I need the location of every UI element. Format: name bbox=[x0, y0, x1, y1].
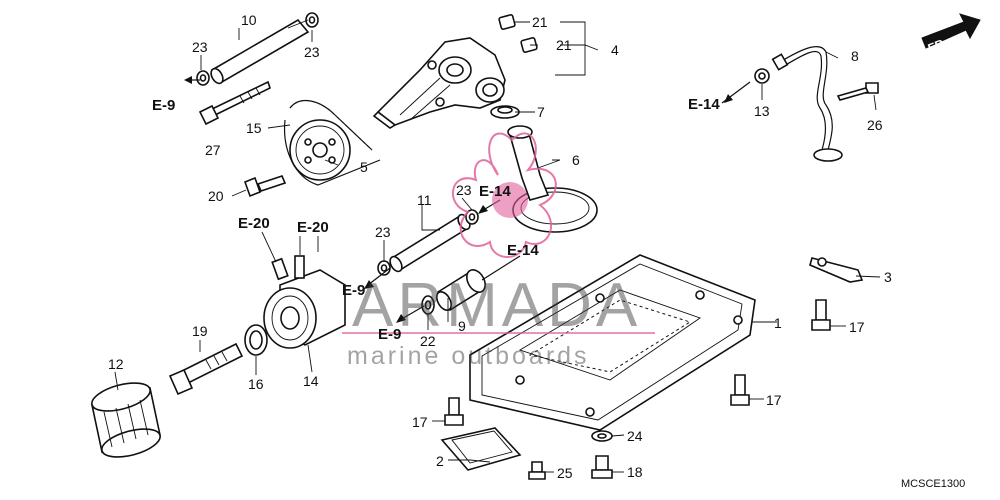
ref-e14-mid[interactable]: E-14 bbox=[507, 242, 539, 259]
bolt-26[interactable] bbox=[836, 82, 879, 101]
pump-pin-upper[interactable] bbox=[498, 14, 516, 30]
label-23-left: 23 bbox=[192, 39, 208, 55]
label-18: 18 bbox=[627, 464, 643, 480]
pan-bracket-3[interactable] bbox=[809, 257, 864, 283]
bolt-27[interactable] bbox=[198, 80, 271, 126]
ref-e14-center[interactable]: E-14 bbox=[479, 183, 511, 200]
bolt-17-lower[interactable] bbox=[730, 374, 750, 406]
label-8: 8 bbox=[851, 48, 859, 64]
ref-e9-left[interactable]: E-9 bbox=[152, 97, 175, 114]
label-22: 22 bbox=[420, 333, 436, 349]
cooler-bolt-19[interactable] bbox=[168, 342, 244, 396]
label-3: 3 bbox=[884, 269, 892, 285]
bolt-17-right[interactable] bbox=[811, 299, 831, 331]
label-17-left: 17 bbox=[412, 414, 428, 430]
oil-cooler[interactable] bbox=[263, 255, 346, 349]
label-19: 19 bbox=[192, 323, 208, 339]
reference-arrows bbox=[184, 76, 751, 323]
oil-pipe[interactable] bbox=[388, 213, 473, 274]
watermark: ARMADA marine outboards bbox=[342, 132, 655, 370]
label-24: 24 bbox=[627, 428, 643, 444]
relief-valve[interactable] bbox=[434, 267, 489, 313]
ref-e9-mid[interactable]: E-9 bbox=[342, 282, 365, 299]
oil-filter[interactable] bbox=[89, 378, 163, 463]
label-6: 6 bbox=[572, 152, 580, 168]
bolt-17-left[interactable] bbox=[444, 397, 464, 426]
label-20: 20 bbox=[208, 188, 224, 204]
label-23-pipe-lower: 23 bbox=[375, 224, 391, 240]
label-15: 15 bbox=[246, 120, 262, 136]
drain-washer-24[interactable] bbox=[591, 430, 613, 442]
label-17-right: 17 bbox=[849, 319, 865, 335]
part-number-labels: 10 23 23 21 21 4 7 6 8 13 26 15 5 27 20 … bbox=[108, 12, 892, 481]
ref-e9-low[interactable]: E-9 bbox=[378, 326, 401, 343]
label-21-upper: 21 bbox=[532, 14, 548, 30]
pan-plate-2[interactable] bbox=[440, 427, 522, 471]
washer-23-left[interactable] bbox=[196, 70, 210, 86]
label-7: 7 bbox=[537, 104, 545, 120]
label-12: 12 bbox=[108, 356, 124, 372]
label-9: 9 bbox=[458, 318, 466, 334]
label-27: 27 bbox=[205, 142, 221, 158]
leader-lines bbox=[114, 19, 881, 473]
ref-e14-right[interactable]: E-14 bbox=[688, 96, 720, 113]
front-direction-arrow: FR. bbox=[921, 13, 981, 55]
label-16: 16 bbox=[248, 376, 264, 392]
watermark-brand: ARMADA bbox=[352, 271, 641, 340]
label-2: 2 bbox=[436, 453, 444, 469]
pump-gasket[interactable] bbox=[490, 105, 520, 119]
front-direction-label: FR. bbox=[926, 35, 949, 55]
o-ring-16[interactable] bbox=[244, 324, 268, 356]
label-1: 1 bbox=[774, 315, 782, 331]
label-10: 10 bbox=[241, 12, 257, 28]
pump-pin-lower[interactable] bbox=[520, 37, 538, 53]
dipstick-seal-13[interactable] bbox=[754, 68, 770, 84]
label-14: 14 bbox=[303, 373, 319, 389]
label-21-lower: 21 bbox=[556, 37, 572, 53]
oil-pan[interactable] bbox=[469, 254, 756, 431]
label-11: 11 bbox=[417, 192, 432, 208]
washer-23-top[interactable] bbox=[305, 12, 319, 28]
diagram-code: MCSCE1300 bbox=[901, 478, 965, 490]
bolt-25[interactable] bbox=[528, 461, 546, 480]
bolt-20[interactable] bbox=[243, 175, 287, 198]
oil-strainer[interactable] bbox=[507, 125, 598, 233]
label-23-top: 23 bbox=[304, 44, 320, 60]
ref-e20-left[interactable]: E-20 bbox=[238, 215, 270, 232]
watermark-tagline: marine outboards bbox=[347, 342, 590, 370]
pump-shaft[interactable] bbox=[209, 18, 310, 85]
label-25: 25 bbox=[557, 465, 573, 481]
label-5: 5 bbox=[360, 159, 368, 175]
oil-pump-assembly[interactable] bbox=[372, 37, 506, 129]
drain-bolt-18[interactable] bbox=[591, 455, 613, 479]
label-13: 13 bbox=[754, 103, 770, 119]
label-4: 4 bbox=[611, 42, 619, 58]
label-17-lower: 17 bbox=[766, 392, 782, 408]
sprocket[interactable] bbox=[289, 119, 351, 181]
oil-dipstick[interactable] bbox=[771, 46, 843, 162]
label-26: 26 bbox=[867, 117, 883, 133]
section-references: E-9 E-9 E-9 E-14 E-14 E-14 E-20 E-20 bbox=[152, 96, 720, 343]
ref-e20-right[interactable]: E-20 bbox=[297, 219, 329, 236]
label-23-pipe-upper: 23 bbox=[456, 182, 472, 198]
